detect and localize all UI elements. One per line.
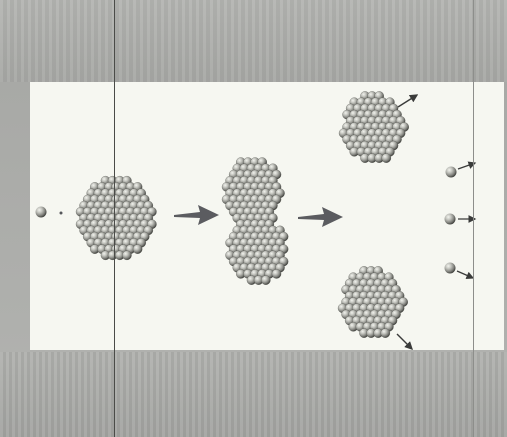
process-arrow-1 [174,205,219,225]
nucleon [133,245,142,254]
process-arrow-2 [298,207,343,227]
nucleon [122,251,131,260]
released-neutron-3 [445,263,474,279]
target-nucleus [76,176,156,260]
nucleon [261,276,270,285]
fragment-top-motion-arrow [398,95,417,107]
released-neutron-2 [445,214,476,225]
released-neutron-1 [446,163,476,178]
deformed-nucleus [222,158,288,285]
incoming-neutron [36,207,63,218]
nucleon [382,154,391,163]
nucleon [272,269,281,278]
scan-fold-line [473,0,474,437]
nucleon [381,329,390,338]
motion-dot [60,212,63,215]
fission-fragment-top [339,91,409,162]
fission-fragment-bottom [338,266,408,337]
fragment-bottom-motion-arrow [397,334,412,349]
scan-fold-line [114,0,115,437]
